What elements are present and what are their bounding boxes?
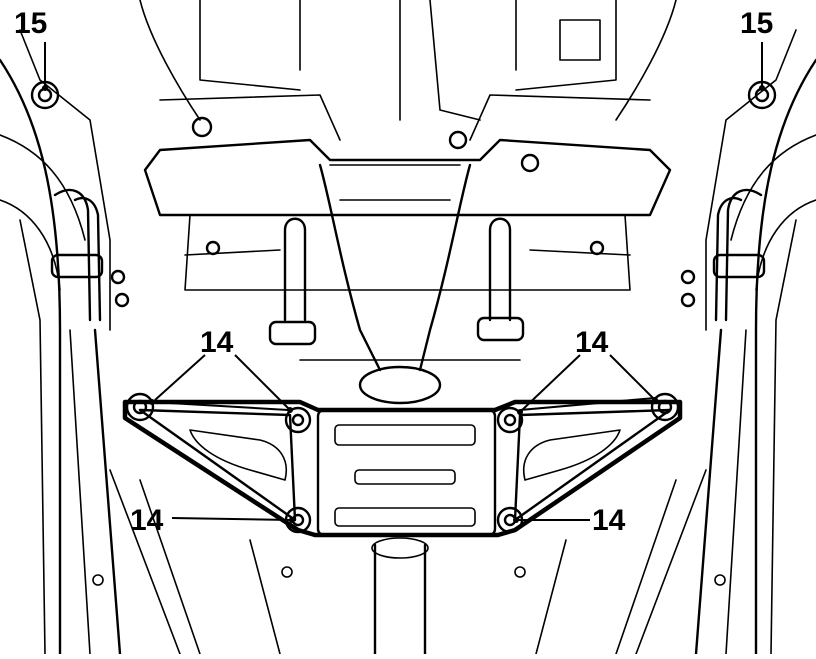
leader-lines	[42, 42, 765, 523]
crossmember-assembly	[30, 80, 777, 538]
callout-15-top-right: 15	[740, 7, 773, 40]
callout-14-lower-right: 14	[592, 504, 626, 537]
callout-14-upper-left: 14	[200, 326, 234, 359]
callout-15-top-left: 15	[14, 7, 47, 40]
callout-14-upper-right: 14	[575, 326, 609, 359]
callout-labels: 15 15 14 14 14 14	[14, 7, 773, 537]
callout-14-lower-left: 14	[130, 504, 164, 537]
